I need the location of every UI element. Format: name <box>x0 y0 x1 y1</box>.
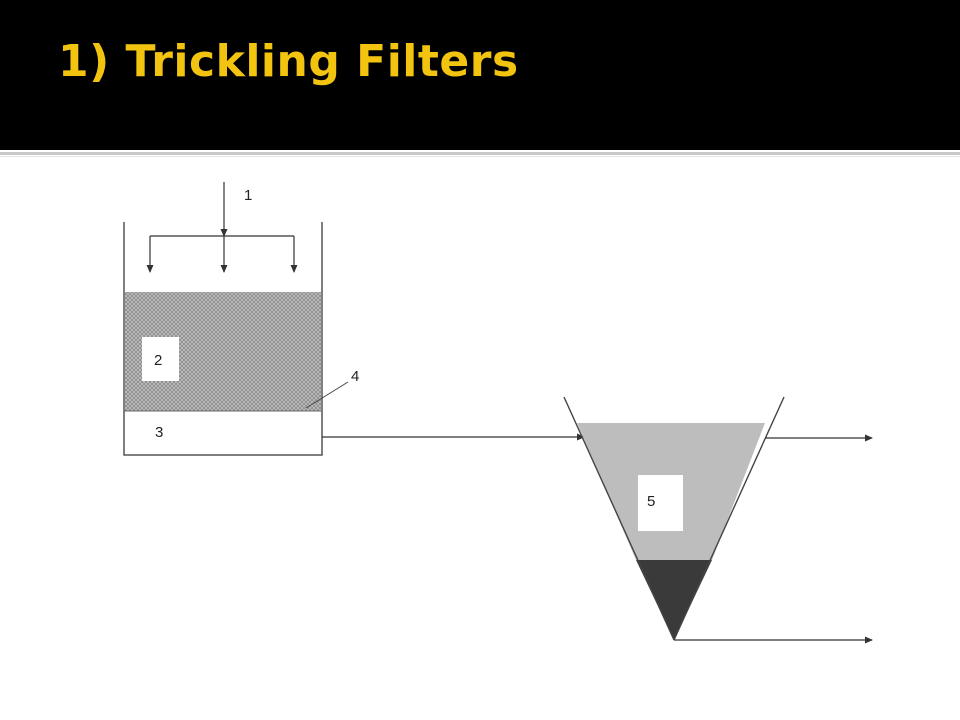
label-filter-media: 2 <box>154 352 162 369</box>
label-underdrain: 3 <box>155 424 163 441</box>
label-box-clarifier <box>638 475 683 531</box>
title-bar: 1) Trickling Filters <box>0 0 960 150</box>
label-media-boundary: 4 <box>351 368 359 385</box>
title-divider <box>0 152 960 155</box>
sludge-layer <box>636 560 712 640</box>
clarifier-left-wall <box>563 396 675 641</box>
label-inflow: 1 <box>244 187 252 204</box>
title-divider-thin <box>0 156 960 157</box>
filter-tank <box>123 222 323 456</box>
slide-title: 1) Trickling Filters <box>58 36 519 87</box>
label-box-media <box>142 337 179 381</box>
leader-line-4 <box>305 381 349 409</box>
label-settling-tank: 5 <box>647 493 655 510</box>
